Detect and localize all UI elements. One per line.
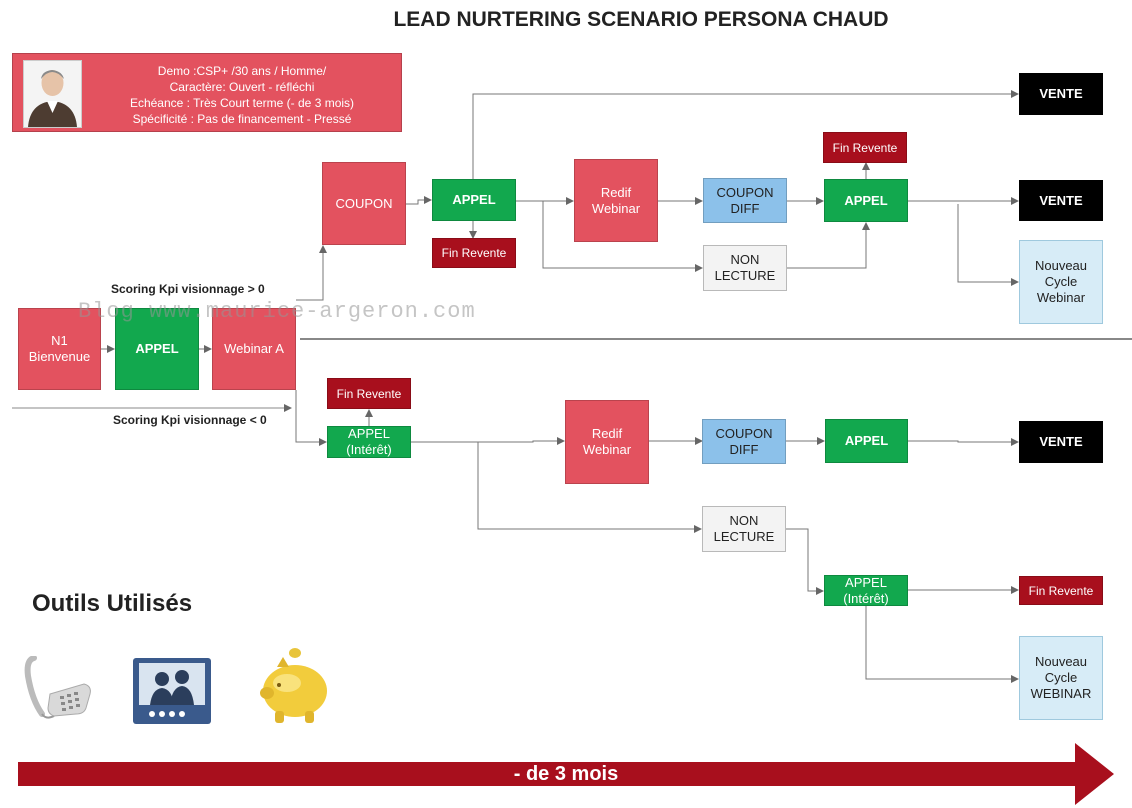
- node-coupon-diff-bottom[interactable]: COUPON DIFF: [702, 419, 786, 464]
- node-non-lecture-top[interactable]: NON LECTURE: [703, 245, 787, 291]
- tools-title: Outils Utilisés: [32, 590, 193, 617]
- node-fin-revente-2[interactable]: Fin Revente: [823, 132, 907, 163]
- piggy-bank-icon: [257, 645, 331, 727]
- node-vente-2[interactable]: VENTE: [1019, 180, 1103, 221]
- node-webinar-a[interactable]: Webinar A: [212, 308, 296, 390]
- node-fin-revente-4[interactable]: Fin Revente: [1019, 576, 1103, 605]
- node-vente-1[interactable]: VENTE: [1019, 73, 1103, 115]
- scoring-high-label: Scoring Kpi visionnage > 0: [111, 282, 265, 296]
- node-non-lecture-bottom[interactable]: NON LECTURE: [702, 506, 786, 552]
- webinar-screen-icon: [132, 657, 212, 725]
- persona-line-demo: Demo :CSP+ /30 ans / Homme/: [157, 64, 327, 78]
- persona-line-caractere: Caractère: Ouvert - réfléchi: [169, 80, 315, 94]
- node-appel-bottom[interactable]: APPEL: [825, 419, 908, 463]
- timeline-label: - de 3 mois: [513, 763, 619, 785]
- persona-line-specificite: Spécificité : Pas de financement - Press…: [132, 112, 352, 126]
- persona-line-echeance: Echéance : Très Court terme (- de 3 mois…: [129, 96, 355, 110]
- persona-card: Demo :CSP+ /30 ans / Homme/ Caractère: O…: [12, 53, 402, 132]
- node-vente-3[interactable]: VENTE: [1019, 421, 1103, 463]
- node-nouveau-cycle-webinar-2[interactable]: Nouveau Cycle WEBINAR: [1019, 636, 1103, 720]
- node-n1-bienvenue[interactable]: N1 Bienvenue: [18, 308, 101, 390]
- node-appel-interet-2[interactable]: APPEL (Intérêt): [824, 575, 908, 606]
- node-coupon-diff-top[interactable]: COUPON DIFF: [703, 178, 787, 223]
- node-fin-revente-3[interactable]: Fin Revente: [327, 378, 411, 409]
- page-title: LEAD NURTERING SCENARIO PERSONA CHAUD: [393, 8, 889, 31]
- node-redif-webinar-bottom[interactable]: Redif Webinar: [565, 400, 649, 484]
- node-appel-start[interactable]: APPEL: [115, 308, 199, 390]
- telephone-icon: [24, 655, 94, 722]
- person-avatar-icon: [23, 60, 82, 128]
- node-fin-revente-1[interactable]: Fin Revente: [432, 238, 516, 268]
- scoring-low-label: Scoring Kpi visionnage < 0: [113, 413, 267, 427]
- watermark-text: Blog www.maurice-argeron.com: [78, 299, 476, 324]
- node-appel-top[interactable]: APPEL: [432, 179, 516, 221]
- node-appel-interet-1[interactable]: APPEL (Intérêt): [327, 426, 411, 458]
- node-nouveau-cycle-webinar-1[interactable]: Nouveau Cycle Webinar: [1019, 240, 1103, 324]
- node-redif-webinar-top[interactable]: Redif Webinar: [574, 159, 658, 242]
- timeline-arrow: [18, 743, 1114, 805]
- node-coupon[interactable]: COUPON: [322, 162, 406, 245]
- node-appel-top-2[interactable]: APPEL: [824, 179, 908, 222]
